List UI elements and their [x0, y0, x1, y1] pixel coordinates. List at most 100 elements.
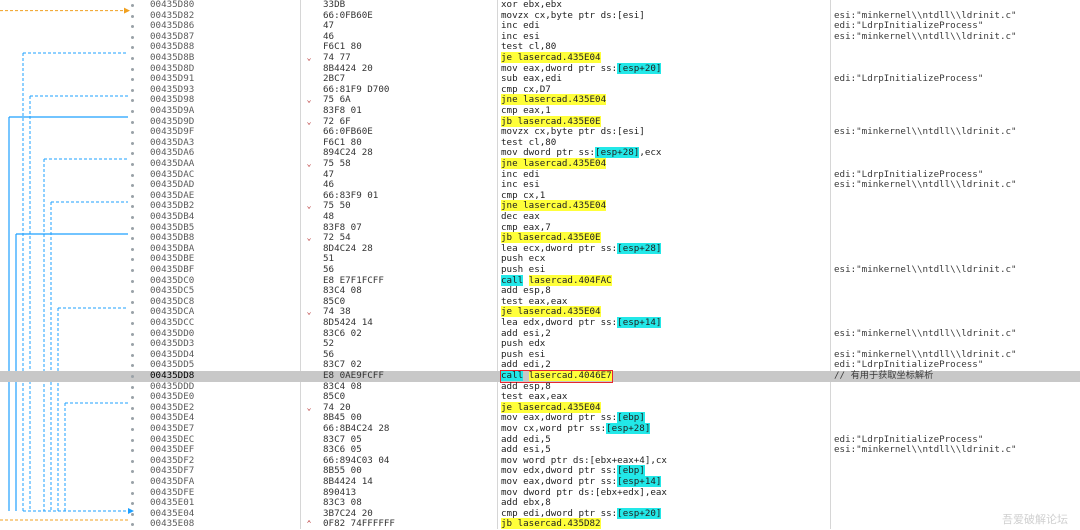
breakpoint-dot[interactable] — [131, 491, 134, 495]
breakpoint-dot[interactable] — [131, 216, 134, 219]
breakpoint-dot[interactable] — [131, 523, 134, 527]
breakpoint-dot[interactable] — [131, 14, 134, 18]
breakpoint-dot[interactable] — [131, 237, 134, 241]
breakpoint-dot[interactable] — [131, 385, 134, 389]
breakpoint-dot[interactable] — [131, 78, 134, 82]
breakpoint-dot[interactable] — [131, 502, 134, 506]
breakpoint-dot[interactable] — [131, 110, 134, 113]
breakpoint-dot[interactable] — [131, 88, 134, 92]
breakpoint-dot[interactable] — [131, 343, 134, 347]
breakpoint-dot[interactable] — [131, 406, 134, 410]
breakpoint-dot[interactable] — [131, 311, 134, 315]
breakpoint-dot[interactable] — [131, 512, 134, 516]
breakpoint-dot[interactable] — [131, 184, 134, 188]
breakpoint-dot[interactable] — [131, 141, 134, 145]
breakpoint-dot[interactable] — [131, 459, 134, 463]
breakpoint-dot[interactable] — [131, 194, 134, 198]
breakpoint-dot[interactable] — [131, 353, 134, 357]
breakpoint-dot[interactable] — [131, 417, 134, 421]
breakpoint-dot[interactable] — [131, 428, 134, 431]
breakpoint-dot[interactable] — [131, 226, 134, 230]
breakpoint-dot[interactable] — [131, 120, 134, 124]
breakpoint-dot[interactable] — [131, 364, 134, 368]
breakpoint-dot[interactable] — [131, 25, 134, 29]
breakpoint-dot[interactable] — [131, 396, 134, 400]
breakpoint-dot[interactable] — [131, 4, 134, 7]
breakpoint-dot[interactable] — [131, 35, 134, 39]
breakpoint-dot[interactable] — [131, 449, 134, 453]
breakpoint-dot[interactable] — [131, 99, 134, 103]
breakpoint-dot[interactable] — [131, 332, 134, 336]
breakpoint-dot[interactable] — [131, 247, 134, 251]
breakpoint-dot[interactable] — [131, 205, 134, 209]
breakpoint-dot[interactable] — [131, 131, 134, 135]
breakpoint-dot[interactable] — [131, 258, 134, 262]
breakpoint-dot[interactable] — [131, 57, 134, 60]
breakpoint-dot[interactable] — [131, 300, 134, 304]
breakpoint-dot[interactable] — [131, 46, 134, 50]
breakpoint-dot[interactable] — [131, 163, 134, 166]
breakpoint-dot[interactable] — [131, 67, 134, 71]
breakpoint-dot[interactable] — [131, 152, 134, 156]
breakpoint-dot[interactable] — [131, 375, 134, 378]
breakpoint-dot[interactable] — [131, 269, 134, 272]
breakpoint-dot[interactable] — [131, 173, 134, 177]
breakpoint-dot[interactable] — [131, 322, 134, 325]
breakpoint-dot[interactable] — [131, 470, 134, 474]
breakpoint-dot[interactable] — [131, 290, 134, 294]
breakpoint-dot[interactable] — [131, 481, 134, 484]
breakpoint-dot[interactable] — [131, 279, 134, 283]
breakpoint-dot[interactable] — [131, 438, 134, 442]
